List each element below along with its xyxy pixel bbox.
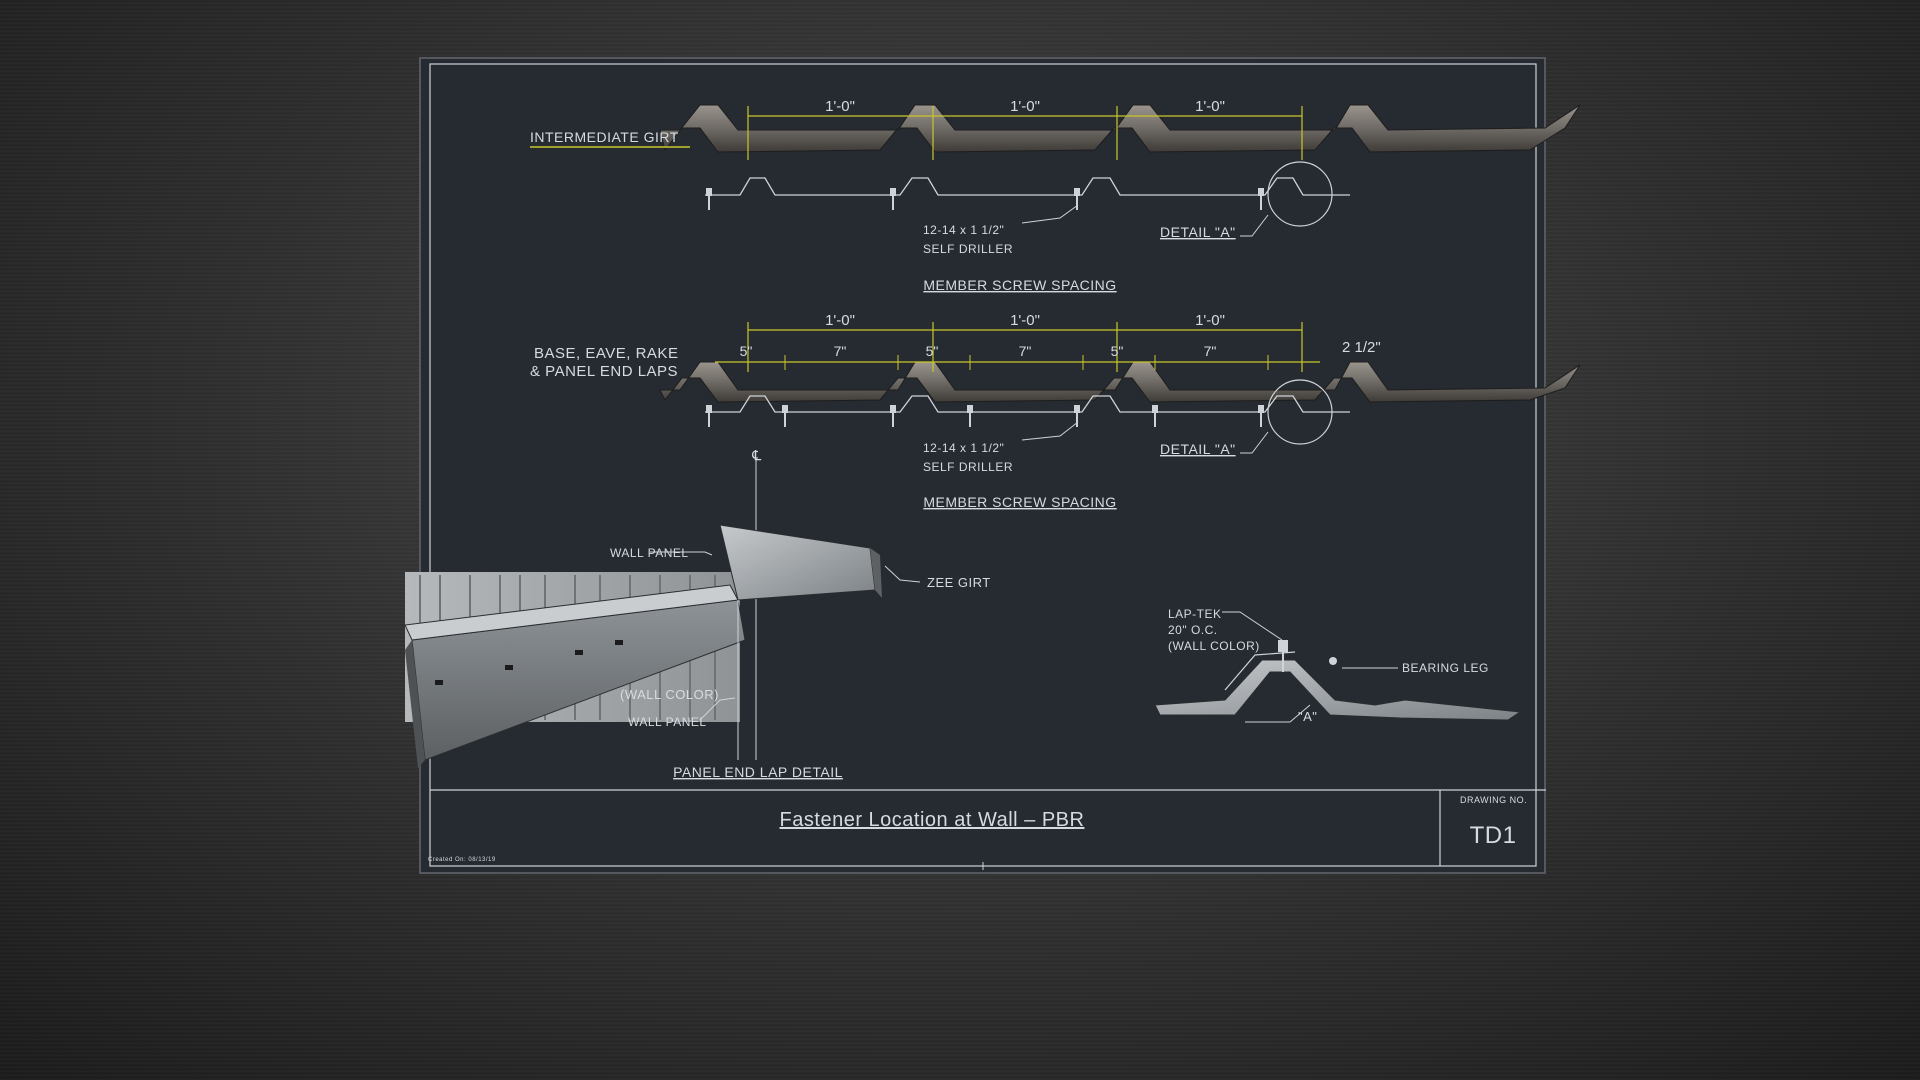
girt-screw-holes [435, 640, 623, 685]
section2-screw-note-line2: SELF DRILLER [923, 460, 1013, 474]
detail-a-marker: "A" [1298, 709, 1317, 724]
bearing-leg-label: BEARING LEG [1402, 661, 1489, 675]
drawing-no: TD1 [1470, 822, 1517, 849]
section1-screw-note-line2: SELF DRILLER [923, 242, 1013, 256]
section1-dim-3: 1'-0" [1195, 98, 1225, 115]
detail-a-panel-3d [1154, 659, 1522, 721]
panel-profile-line-2 [705, 395, 1350, 413]
section2-subdim-5: 5" [1111, 343, 1124, 359]
section2-dim-2: 1'-0" [1010, 312, 1040, 329]
section1-screw-note-line1: 12-14 x 1 1/2" [923, 223, 1004, 237]
screw-icon [706, 188, 712, 210]
screws-row-2 [706, 405, 1264, 427]
panel-profile-line-1 [705, 177, 1350, 196]
detail-a-callout-circle-1 [1267, 161, 1333, 227]
drawing-no-label: DRAWING NO. [1460, 795, 1527, 805]
screw-icon [1258, 405, 1264, 427]
section2-end-dim: 2 1/2" [1342, 339, 1381, 356]
centerline-symbol: ℄ [751, 447, 762, 463]
zee-girt-3d [404, 524, 882, 768]
lap-wall-panel-bottom: WALL PANEL [628, 715, 707, 729]
section2-dimensions: 1'-0" 1'-0" 1'-0" 5" 7" 5" 7" 5" 7" 2 1/… [715, 312, 1381, 372]
screw-icon [967, 405, 973, 427]
panel-end-lap-detail: ℄ WALL PA [404, 447, 991, 780]
section2-subdim-1: 5" [740, 343, 753, 359]
section2-detail-label: DETAIL "A" [1160, 441, 1236, 457]
section-intermediate-girt: INTERMEDIATE GIRT 1'-0" 1'-0" 1'-0" 12-1… [530, 98, 1581, 293]
screw-icon [1258, 188, 1264, 210]
lap-tek-line2: 20" O.C. [1168, 623, 1218, 637]
drawing-board [419, 57, 1546, 874]
screw-icon [890, 405, 896, 427]
section2-subdim-3: 5" [926, 343, 939, 359]
section2-side-label-line1: BASE, EAVE, RAKE [534, 345, 678, 362]
screw-icon [1074, 405, 1080, 427]
drawing-title: Fastener Location at Wall – PBR [780, 809, 1085, 831]
detail-a-drawing: LAP-TEK 20" O.C. (WALL COLOR) BEARING LE… [1154, 607, 1522, 724]
section1-side-label: INTERMEDIATE GIRT [530, 129, 679, 145]
section1-detail-label: DETAIL "A" [1160, 224, 1236, 240]
lap-wall-panel-top: WALL PANEL [610, 546, 689, 560]
lap-tek-screw-icon [1278, 640, 1288, 672]
screw-icon [1074, 188, 1080, 210]
lap-tek-line3: (WALL COLOR) [1168, 639, 1260, 653]
section1-dimensions: 1'-0" 1'-0" 1'-0" [747, 98, 1303, 160]
lap-wall-color: (WALL COLOR) [620, 687, 719, 702]
screw-icon [890, 188, 896, 210]
section1-heading: MEMBER SCREW SPACING [923, 277, 1116, 293]
section2-dim-1: 1'-0" [825, 312, 855, 329]
wall-panel-profile-1 [659, 104, 1581, 153]
title-block: Fastener Location at Wall – PBR DRAWING … [428, 795, 1527, 863]
created-note: Created On: 08/13/19 [428, 857, 496, 863]
section2-screw-note-line1: 12-14 x 1 1/2" [923, 441, 1004, 455]
screw-icon [782, 405, 788, 427]
detail-a-callout-circle-2 [1267, 379, 1333, 445]
lap-heading: PANEL END LAP DETAIL [673, 764, 843, 780]
section2-subdim-2: 7" [834, 343, 847, 359]
section2-dim-3: 1'-0" [1195, 312, 1225, 329]
section-base-eave-rake: BASE, EAVE, RAKE & PANEL END LAPS 1'-0" … [530, 312, 1581, 510]
screw-icon [1152, 405, 1158, 427]
section2-subdim-6: 7" [1204, 343, 1217, 359]
section1-dim-2: 1'-0" [1010, 98, 1040, 115]
lap-tek-line1: LAP-TEK [1168, 607, 1222, 621]
bearing-screw-icon [1329, 657, 1337, 665]
section2-side-label-line2: & PANEL END LAPS [530, 363, 678, 380]
section2-heading: MEMBER SCREW SPACING [923, 494, 1116, 510]
screw-icon [706, 405, 712, 427]
section1-dim-1: 1'-0" [825, 98, 855, 115]
lap-zee-girt: ZEE GIRT [927, 575, 991, 590]
screws-row-1 [706, 188, 1264, 210]
section2-subdim-4: 7" [1019, 343, 1032, 359]
